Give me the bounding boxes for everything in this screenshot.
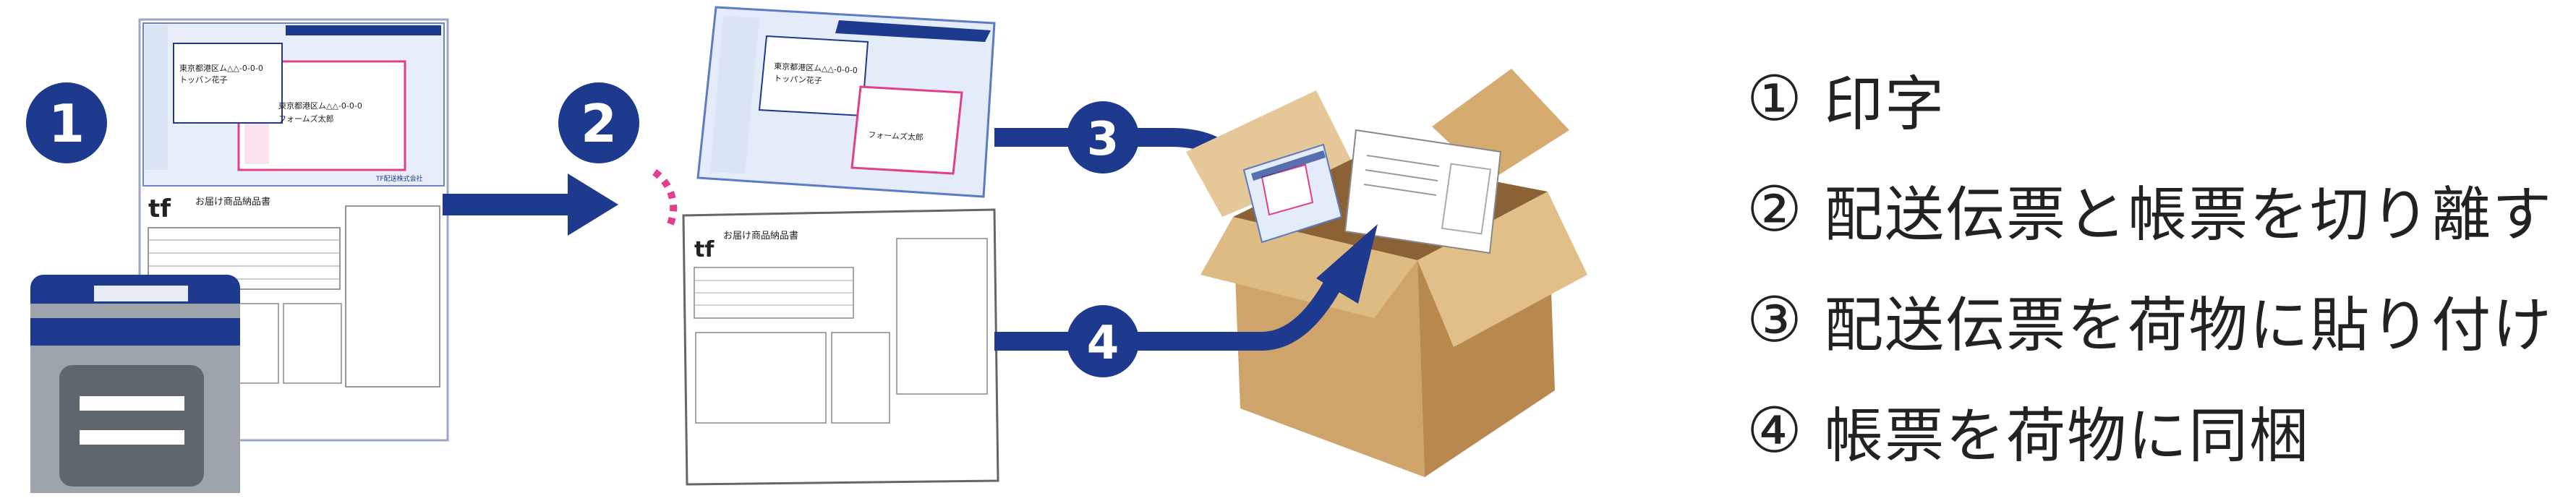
step-item-enclose-slip: ④ 帳票を荷物に同梱 <box>1747 375 2556 486</box>
step-text: 帳票を荷物に同梱 <box>1824 402 2311 471</box>
step-item-attach-label: ③ 配送伝票を荷物に貼り付け <box>1747 265 2556 375</box>
form-address-text-2: 東京都港区ム△△-0-0-0 <box>278 100 362 111</box>
form-footer-mark: TF配送株式会社 <box>375 174 423 183</box>
form-brand-text: tf <box>148 194 171 223</box>
shipping-label-separated: 東京都港区ム△△-0-0-0 トッパン花子 フォームズ太郎 <box>696 6 996 198</box>
step-number: ② <box>1747 173 1804 246</box>
printer-icon <box>30 275 240 493</box>
step-badge-4-label: 4 <box>1087 317 1119 370</box>
invoice-slip-separated: tf お届け商品納品書 <box>682 208 999 486</box>
step-text: 配送伝票と帳票を切り離す <box>1824 181 2554 249</box>
slip-title: お届け商品納品書 <box>723 231 798 241</box>
arrow-slip-to-box <box>994 224 1378 351</box>
step-badge-2-label: 2 <box>581 93 617 154</box>
step-number: ③ <box>1747 283 1804 356</box>
arrow-print-to-cut <box>443 174 618 236</box>
label2-address: 東京都港区ム△△-0-0-0 <box>774 61 858 75</box>
step-text: 配送伝票を荷物に貼り付け <box>1824 291 2554 360</box>
step-badge-2: 2 <box>558 82 639 163</box>
form-address-text: 東京都港区ム△△-0-0-0 <box>179 63 263 73</box>
step-badge-3: 3 <box>1067 101 1139 174</box>
printed-form-sheet: 東京都港区ム△△-0-0-0 トッパン花子 東京都港区ム△△-0-0-0 フォー… <box>138 18 449 442</box>
step-item-print: ① 印字 <box>1747 43 2556 154</box>
step-item-separate: ② 配送伝票と帳票を切り離す <box>1747 154 2556 265</box>
form-company-text: フォームズ太郎 <box>278 114 334 124</box>
step-badge-1: 1 <box>26 82 107 163</box>
steps-list: ① 印字 ② 配送伝票と帳票を切り離す ③ 配送伝票を荷物に貼り付け ④ 帳票を… <box>1747 43 2556 486</box>
step-number: ④ <box>1747 394 1804 467</box>
step-text: 印字 <box>1824 70 1946 139</box>
step-number: ① <box>1747 62 1804 135</box>
slip-brand: tf <box>694 237 715 262</box>
label-on-box <box>1242 143 1343 244</box>
form-sheet-title: お届け商品納品書 <box>195 197 270 207</box>
slip-in-box <box>1344 129 1502 254</box>
scissors-cut-icon <box>652 168 678 228</box>
form-sender-text: トッパン花子 <box>179 75 228 85</box>
label2-sender: トッパン花子 <box>774 74 822 85</box>
step-badge-1-label: 1 <box>48 93 85 154</box>
cardboard-box-icon <box>1186 69 1587 477</box>
step-badge-4: 4 <box>1067 305 1139 377</box>
step-badge-3-label: 3 <box>1087 113 1119 166</box>
label2-company: フォームズ太郎 <box>868 129 924 142</box>
